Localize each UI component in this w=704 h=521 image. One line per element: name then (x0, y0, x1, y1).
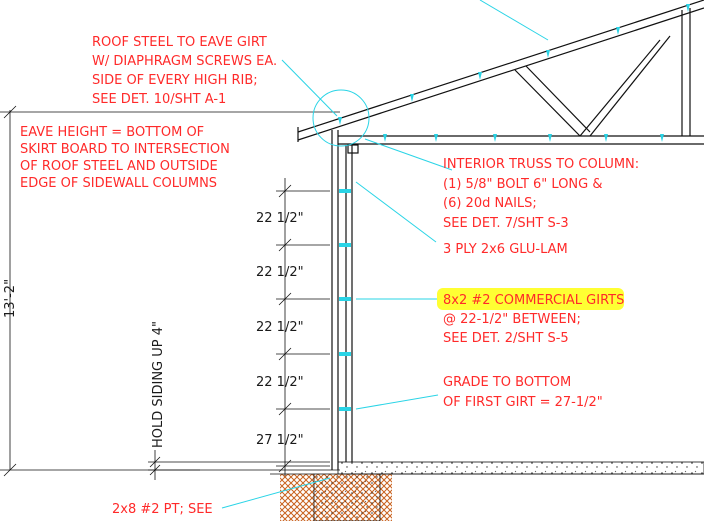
leaders (221, 0, 549, 509)
note-interior-truss: INTERIOR TRUSS TO COLUMN: (1) 5/8" BOLT … (443, 157, 639, 231)
note-skirt-board: 2x8 #2 PT; SEE (112, 502, 213, 517)
note-girts: 8x2 #2 COMMERCIAL GIRTS @ 22-1/2" BETWEE… (443, 293, 624, 346)
svg-text:(6) 20d NAILS;: (6) 20d NAILS; (443, 196, 537, 211)
girts (339, 189, 351, 411)
svg-text:SEE DET. 10/SHT A-1: SEE DET. 10/SHT A-1 (92, 92, 226, 107)
truss-screws (383, 134, 664, 142)
note-roof-steel: ROOF STEEL TO EAVE GIRT W/ DIAPHRAGM SCR… (92, 35, 277, 107)
girt-dimension-line (276, 178, 330, 478)
girt-spacing-1: 22 1/2" (256, 211, 304, 226)
svg-text:W/ DIAPHRAGM SCREWS EA.: W/ DIAPHRAGM SCREWS EA. (92, 54, 277, 69)
svg-text:OF ROOF STEEL AND OUTSIDE: OF ROOF STEEL AND OUTSIDE (20, 159, 218, 174)
svg-text:EAVE HEIGHT = BOTTOM OF: EAVE HEIGHT = BOTTOM OF (20, 125, 204, 140)
svg-text:ROOF STEEL TO EAVE GIRT: ROOF STEEL TO EAVE GIRT (92, 35, 267, 50)
svg-text:SIDE OF EVERY HIGH RIB;: SIDE OF EVERY HIGH RIB; (92, 73, 258, 88)
roof-screws (338, 4, 690, 125)
girt-spacing-4: 22 1/2" (256, 375, 304, 390)
girt-spacing-3: 22 1/2" (256, 320, 304, 335)
svg-text:SEE DET. 2/SHT S-5: SEE DET. 2/SHT S-5 (443, 331, 569, 346)
girt-spacing-2: 22 1/2" (256, 265, 304, 280)
girt-spacing-5: 27 1/2" (256, 433, 304, 448)
svg-text:GRADE TO BOTTOM: GRADE TO BOTTOM (443, 375, 571, 390)
svg-text:@ 22-1/2" BETWEEN;: @ 22-1/2" BETWEEN; (443, 312, 581, 327)
svg-text:INTERIOR TRUSS TO COLUMN:: INTERIOR TRUSS TO COLUMN: (443, 157, 639, 172)
girts-highlight (437, 288, 624, 310)
svg-text:SEE DET. 7/SHT S-3: SEE DET. 7/SHT S-3 (443, 216, 569, 231)
slab-and-grade (270, 461, 704, 521)
svg-text:8x2 #2 COMMERCIAL GIRTS: 8x2 #2 COMMERCIAL GIRTS (443, 293, 624, 308)
note-eave-height: EAVE HEIGHT = BOTTOM OF SKIRT BOARD TO I… (20, 125, 230, 191)
svg-text:SKIRT BOARD TO INTERSECTION: SKIRT BOARD TO INTERSECTION (20, 142, 230, 157)
note-grade: GRADE TO BOTTOM OF FIRST GIRT = 27-1/2" (443, 375, 603, 410)
svg-text:(1) 5/8" BOLT 6" LONG &: (1) 5/8" BOLT 6" LONG & (443, 177, 603, 192)
truss (338, 8, 704, 145)
roof-steel (297, 0, 704, 142)
siding-dimension (148, 450, 330, 480)
hold-siding-label: HOLD SIDING UP 4" (151, 321, 166, 448)
svg-text:OF FIRST GIRT = 27-1/2": OF FIRST GIRT = 27-1/2" (443, 395, 603, 410)
overall-height-label: 13'-2" (3, 279, 18, 318)
note-glulam: 3 PLY 2x6 GLU-LAM (443, 242, 568, 257)
svg-text:EDGE OF SIDEWALL COLUMNS: EDGE OF SIDEWALL COLUMNS (20, 176, 217, 191)
